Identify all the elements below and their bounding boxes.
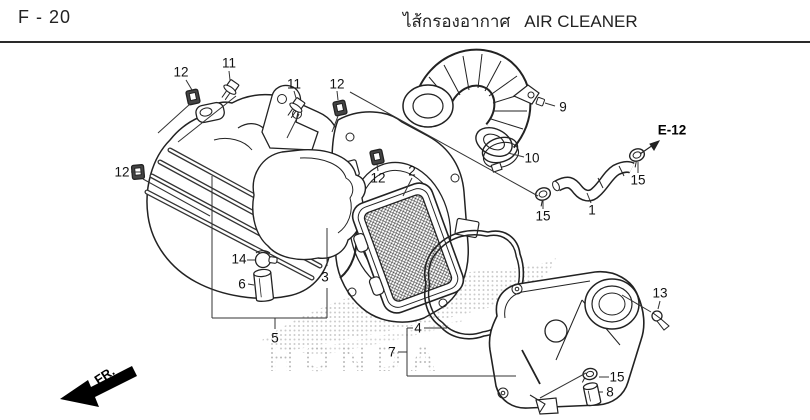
watermark-text: HONDA xyxy=(268,338,445,379)
air-cleaner-cover xyxy=(488,271,645,415)
page-header: F - 20 ไส้กรองอากาศ AIR CLEANER xyxy=(0,0,810,43)
bolts-11 xyxy=(221,79,306,119)
title-en: AIR CLEANER xyxy=(524,12,638,31)
intake-duct xyxy=(402,48,546,157)
cross-ref-e12[interactable]: E-12 xyxy=(657,122,687,138)
diagram-art: HONDA xyxy=(60,48,670,415)
e12-arrow xyxy=(639,140,661,155)
page-title: ไส้กรองอากาศ AIR CLEANER xyxy=(403,8,638,35)
drain-cap-14 xyxy=(254,250,278,269)
air-filter-element xyxy=(351,182,465,314)
leader-lines xyxy=(131,70,661,399)
page-code: F - 20 xyxy=(18,7,72,27)
title-thai: ไส้กรองอากาศ xyxy=(403,12,511,31)
inner-cover-plate xyxy=(252,149,367,261)
tube-clamps xyxy=(534,148,646,383)
tube-6 xyxy=(253,268,275,302)
mounting-stay xyxy=(261,84,319,151)
drain-tube xyxy=(582,382,602,407)
fr-direction-arrow xyxy=(60,366,137,407)
breather-tube xyxy=(552,160,635,202)
exploded-diagram: HONDA xyxy=(0,42,810,420)
band-clamp xyxy=(481,136,520,173)
screw-13 xyxy=(651,310,670,331)
